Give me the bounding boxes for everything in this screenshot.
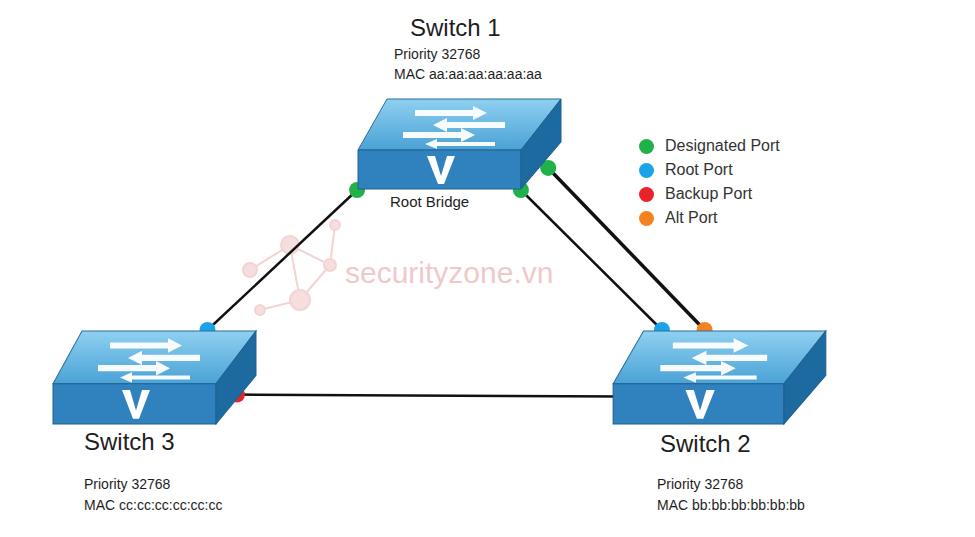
priority-value: Priority 32768 (394, 46, 480, 62)
switch-name: Switch 3 (84, 428, 175, 456)
watermark: securityzone.vn (345, 256, 553, 291)
legend-text: Root Port (665, 161, 733, 179)
mac-address: MAC aa:aa:aa:aa:aa:aa (394, 66, 542, 82)
mac-address: MAC bb:bb:bb:bb:bb:bb (657, 497, 805, 513)
legend-swatch (639, 139, 654, 154)
legend-swatch (639, 163, 654, 178)
legend-swatch (639, 187, 654, 202)
legend-swatch (639, 211, 654, 226)
legend-text: Designated Port (665, 137, 780, 155)
ethernet-link (237, 395, 623, 397)
network-switch: Switch 3Priority 32768MAC cc:cc:cc:cc:cc… (50, 330, 260, 425)
switch-name: Switch 1 (410, 14, 501, 42)
priority-value: Priority 32768 (657, 476, 743, 492)
switch-icon (610, 330, 830, 425)
switch-icon (50, 330, 260, 425)
watermark-graphic (243, 220, 340, 315)
role-label: Root Bridge (390, 193, 469, 210)
priority-value: Priority 32768 (84, 476, 170, 492)
switch-name: Switch 2 (660, 430, 751, 458)
mac-address: MAC cc:cc:cc:cc:cc:cc (84, 497, 222, 513)
switch-icon (355, 98, 565, 190)
network-switch: Switch 2Priority 32768MAC bb:bb:bb:bb:bb… (610, 330, 830, 425)
network-switch: Switch 1Priority 32768MAC aa:aa:aa:aa:aa… (355, 98, 565, 190)
legend-text: Alt Port (665, 209, 717, 227)
ethernet-link (208, 190, 358, 330)
legend-text: Backup Port (665, 185, 752, 203)
